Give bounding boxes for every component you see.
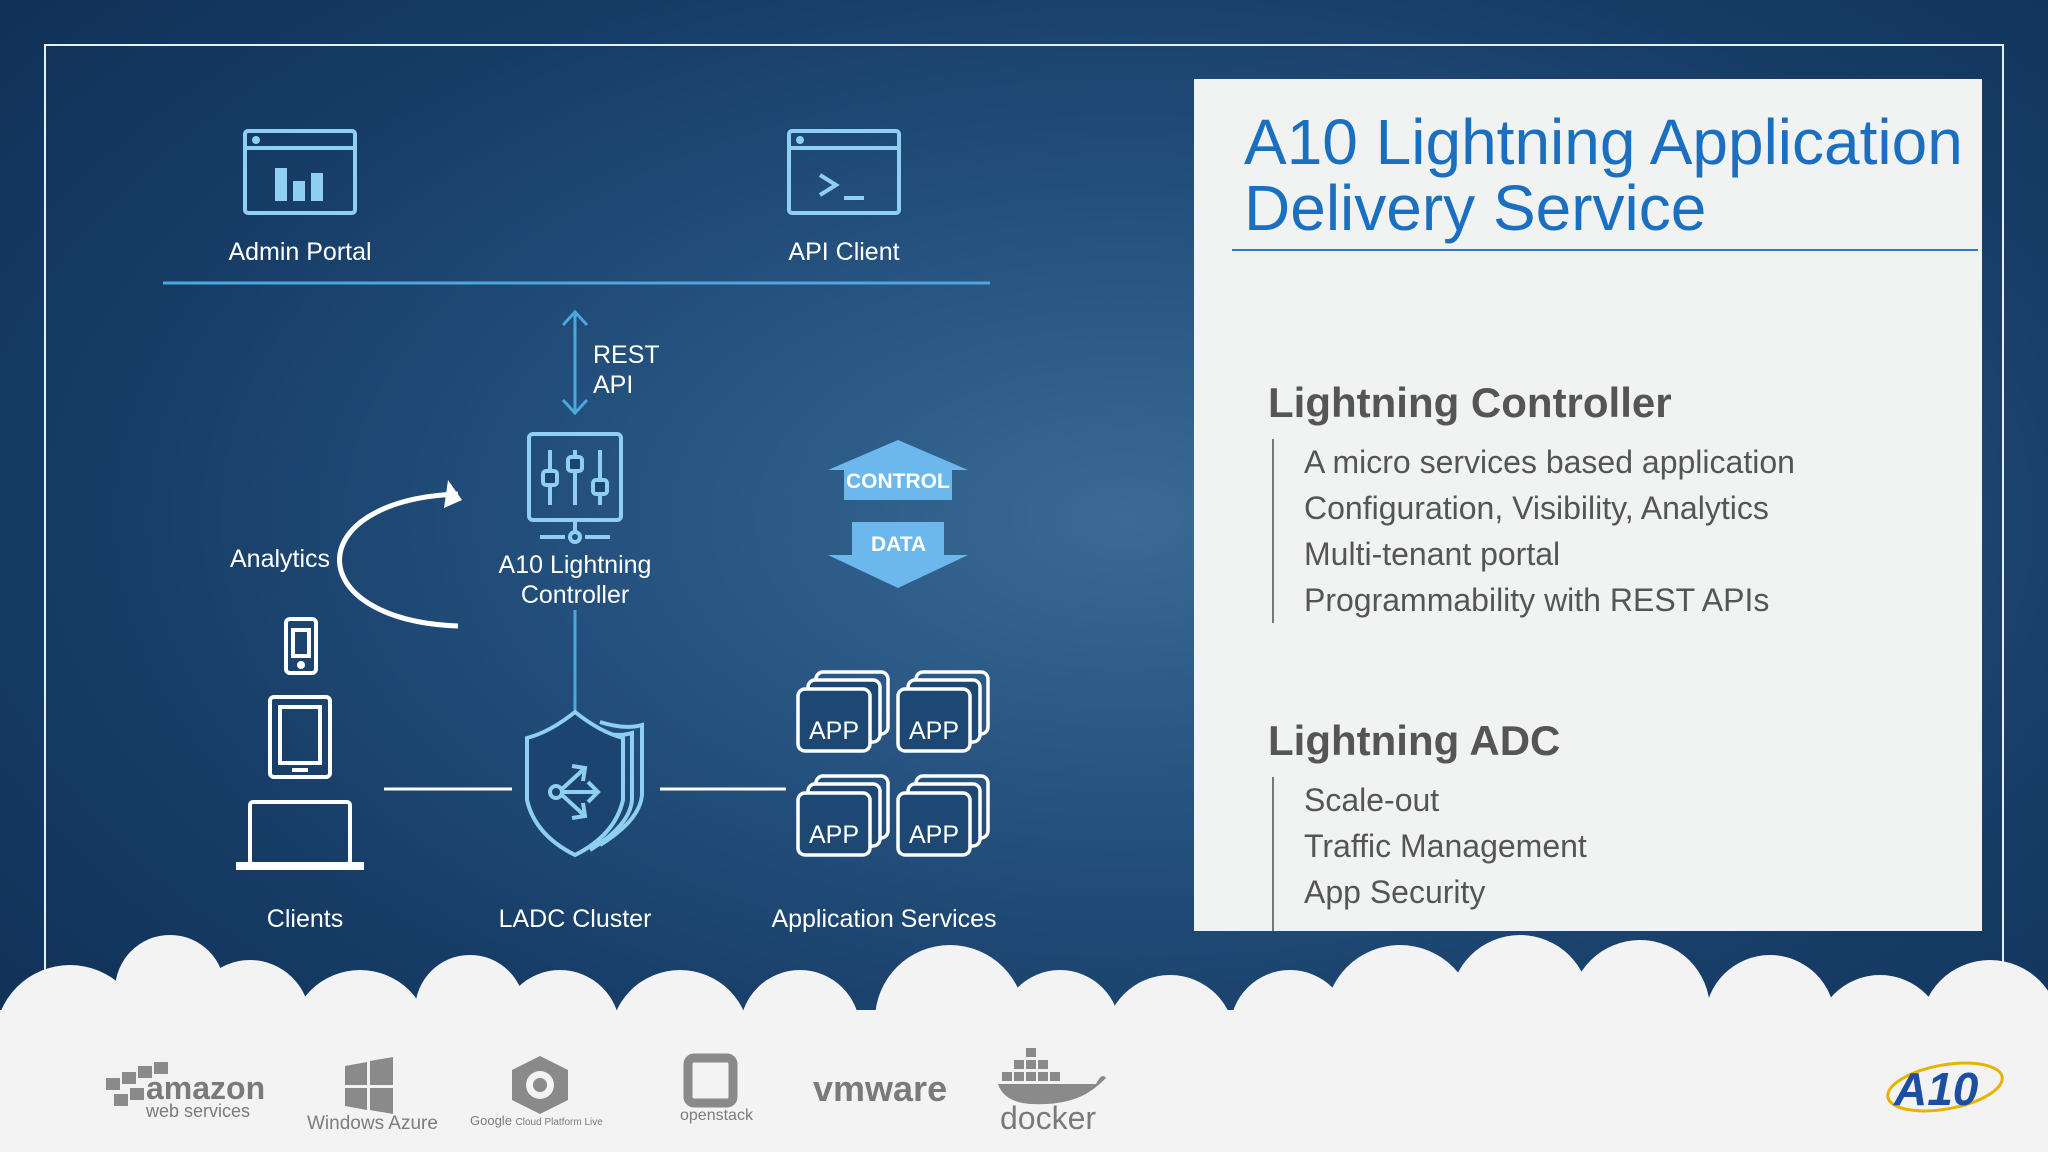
amazon-logo-subtext: web services: [146, 1101, 251, 1121]
control-label: CONTROL: [846, 470, 950, 493]
api-label: API: [593, 371, 634, 399]
app-label: APP: [908, 821, 960, 849]
list-item: Traffic Management: [1304, 828, 1587, 864]
list-item: Scale-out: [1304, 782, 1440, 818]
controller-label-line2: Controller: [520, 581, 630, 609]
list-item: Configuration, Visibility, Analytics: [1304, 490, 1769, 526]
terminal-icon: [787, 129, 901, 215]
openstack-icon: [683, 1053, 738, 1108]
title-underline: [1232, 249, 1978, 251]
list-item: A micro services based application: [1304, 444, 1795, 480]
tablet-icon: [268, 695, 332, 779]
google-cloud-icon: [512, 1056, 568, 1114]
app-stack-1: [796, 670, 890, 753]
adc-items: Scale-out Traffic Management App Securit…: [1272, 777, 1587, 931]
google-word: Google: [470, 1113, 512, 1128]
analytics-curve-arrow: [337, 480, 462, 629]
api-client-label: API Client: [788, 238, 900, 266]
panel-title-line2: Delivery Service: [1244, 172, 1707, 244]
docker-whale-icon: [998, 1048, 1106, 1105]
admin-portal-label: Admin Portal: [228, 238, 372, 266]
app-stack-3: [796, 774, 890, 857]
phone-icon: [284, 617, 318, 675]
info-panel: A10 Lightning Application Delivery Servi…: [1194, 79, 1982, 931]
a10-logo-text: A10: [1894, 1063, 1979, 1115]
a10-swoosh-icon: [1886, 1061, 2004, 1113]
vmware-logo-text: vmware: [813, 1068, 948, 1109]
section-heading-adc: Lightning ADC: [1268, 717, 1561, 764]
laptop-icon: [236, 800, 364, 870]
rest-label: REST: [593, 341, 660, 369]
list-item: Programmability with REST APIs: [1304, 582, 1770, 618]
azure-logo-text: Windows Azure: [307, 1113, 438, 1134]
list-item: Multi-tenant portal: [1304, 536, 1561, 572]
data-label: DATA: [871, 533, 927, 556]
rest-api-arrow: [561, 309, 589, 416]
data-arrow: [828, 522, 968, 588]
app-stacks: [796, 670, 990, 857]
google-logo-text: Google Cloud Platform Live: [470, 1113, 603, 1128]
app-label: APP: [908, 717, 960, 745]
shield-icon: [525, 709, 644, 858]
ladc-cluster-label: LADC Cluster: [498, 905, 652, 933]
app-stack-2: [896, 670, 990, 753]
panel-title: A10 Lightning Application Delivery Servi…: [1244, 109, 1964, 241]
panel-title-line1: A10 Lightning Application: [1244, 106, 1963, 178]
admin-portal-icon: [243, 129, 357, 215]
app-label: APP: [808, 821, 860, 849]
clients-label: Clients: [266, 905, 344, 933]
openstack-logo-text: openstack: [680, 1107, 753, 1124]
app-label: APP: [808, 717, 860, 745]
app-stack-4: [896, 774, 990, 857]
section-heading-controller: Lightning Controller: [1268, 379, 1672, 426]
control-arrow: [828, 440, 968, 500]
windows-logo-icon: [345, 1057, 393, 1114]
docker-logo-text: docker: [1000, 1100, 1097, 1136]
list-item: App Security: [1304, 874, 1486, 910]
application-services-label: Application Services: [771, 905, 997, 933]
amazon-logo-text: amazon: [146, 1070, 266, 1106]
controller-label-line1: A10 Lightning: [498, 551, 652, 579]
amazon-cubes-icon: [106, 1062, 168, 1106]
controller-items: A micro services based application Confi…: [1272, 439, 1795, 623]
controller-icon: [527, 432, 623, 544]
analytics-label: Analytics: [230, 545, 331, 573]
google-subtext: Cloud Platform Live: [515, 1117, 603, 1128]
